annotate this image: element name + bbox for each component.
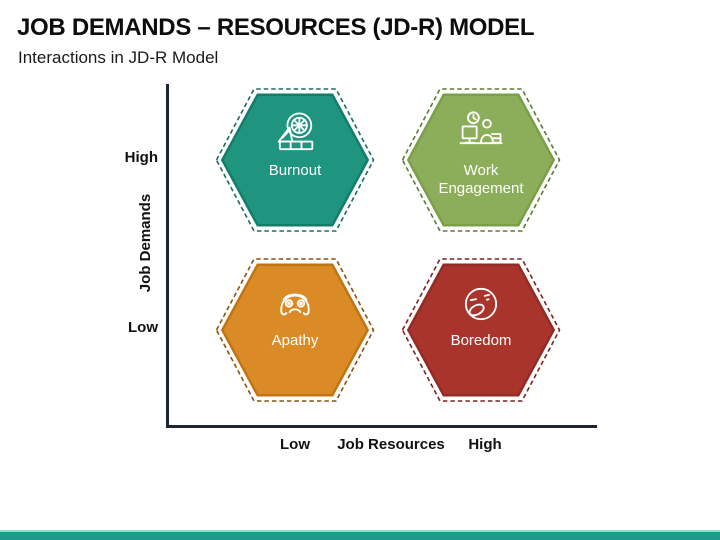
hexagon-dashed-outline bbox=[215, 88, 375, 232]
tire-burnout-icon bbox=[277, 112, 314, 151]
yawning-face-icon bbox=[464, 287, 498, 321]
footer-accent-thin-line bbox=[0, 530, 720, 532]
quadrant-apathy: Apathy bbox=[215, 257, 375, 403]
y-axis-low-label: Low bbox=[128, 319, 158, 336]
y-axis-line bbox=[166, 84, 169, 428]
x-axis-high-label: High bbox=[468, 436, 502, 453]
distressed-face-icon bbox=[280, 293, 310, 316]
hexagon-shape bbox=[220, 93, 370, 227]
quadrant-label: Apathy bbox=[271, 332, 319, 349]
quadrant-label: Work Engagement bbox=[438, 162, 524, 197]
person-working-desk-icon bbox=[459, 111, 503, 145]
quadrant-boredom: Boredom bbox=[401, 257, 561, 403]
page-subtitle: Interactions in JD-R Model bbox=[18, 48, 219, 67]
x-axis-line bbox=[166, 425, 597, 428]
hexagon-dashed-outline bbox=[215, 258, 375, 402]
quadrant-label: Boredom bbox=[450, 332, 512, 349]
hexagon-shape bbox=[406, 93, 556, 227]
hexagon-dashed-outline bbox=[401, 258, 561, 402]
hexagon-shape bbox=[220, 263, 370, 397]
hexagon-shape bbox=[406, 263, 556, 397]
quadrant-label: Burnout bbox=[268, 162, 322, 179]
page-title: JOB DEMANDS – RESOURCES (JD-R) MODEL bbox=[17, 14, 535, 41]
hexagon-dashed-outline bbox=[401, 88, 561, 232]
y-axis-title: Job Demands bbox=[137, 193, 154, 293]
y-axis-high-label: High bbox=[124, 149, 158, 166]
x-axis-low-label: Low bbox=[280, 436, 310, 453]
footer-accent-bar bbox=[0, 532, 720, 540]
quadrant-work-engagement: Work Engagement bbox=[401, 87, 561, 233]
quadrant-burnout: Burnout bbox=[215, 87, 375, 233]
x-axis-title: Job Resources bbox=[337, 436, 445, 453]
